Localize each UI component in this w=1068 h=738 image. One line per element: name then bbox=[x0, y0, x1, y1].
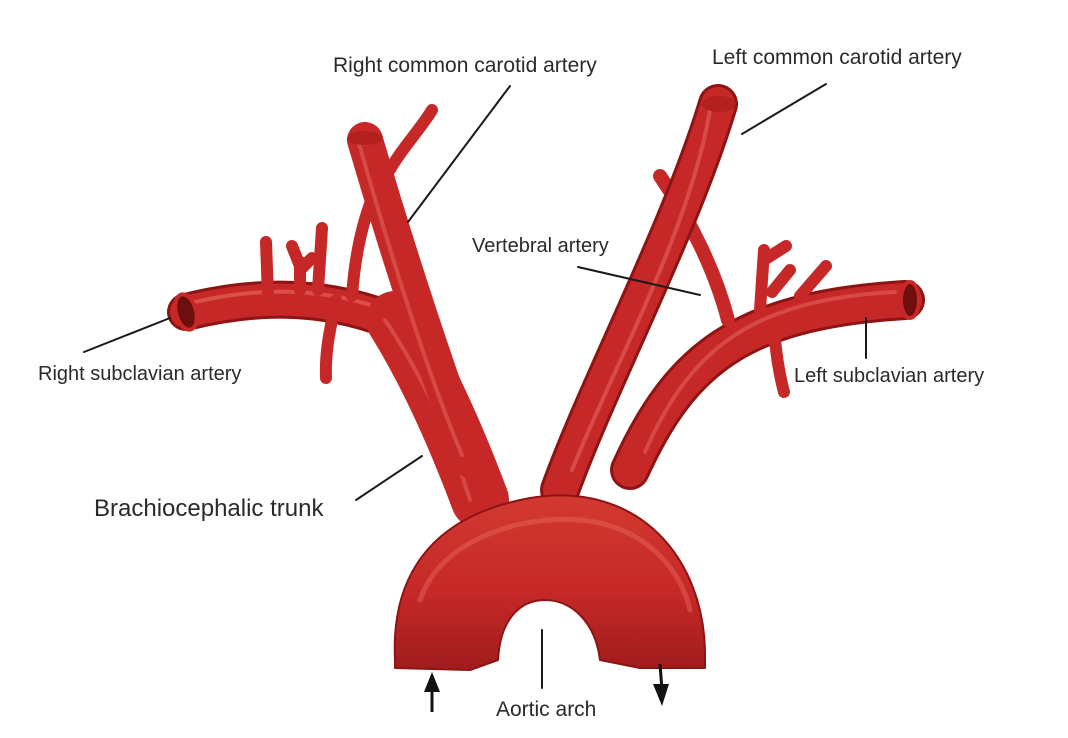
labels: Right common carotid artery Left common … bbox=[38, 46, 984, 721]
label-left-common-carotid: Left common carotid artery bbox=[712, 46, 962, 69]
flow-arrows bbox=[424, 663, 669, 712]
label-right-common-carotid: Right common carotid artery bbox=[333, 54, 597, 77]
right-common-carotid-artery bbox=[379, 104, 438, 184]
leader-lines bbox=[83, 83, 867, 689]
arrow-down-icon bbox=[653, 663, 669, 706]
leader-vertebral bbox=[577, 266, 701, 296]
label-left-subclavian: Left subclavian artery bbox=[794, 365, 984, 387]
left-subclavian-branches bbox=[754, 240, 832, 398]
leader-right-common-carotid bbox=[407, 85, 511, 223]
leader-left-common-carotid bbox=[741, 83, 827, 135]
left-subclavian-artery bbox=[610, 280, 925, 490]
label-aortic-arch: Aortic arch bbox=[496, 698, 596, 721]
leader-right-subclavian bbox=[83, 317, 171, 353]
label-vertebral: Vertebral artery bbox=[472, 235, 609, 257]
arteries bbox=[167, 84, 925, 671]
arrow-up-icon bbox=[424, 672, 440, 712]
leader-brachiocephalic bbox=[355, 455, 423, 501]
left-common-carotid-artery bbox=[540, 84, 738, 510]
aortic-arch bbox=[393, 494, 706, 671]
label-brachiocephalic: Brachiocephalic trunk bbox=[94, 495, 324, 522]
brachiocephalic-trunk bbox=[347, 122, 509, 529]
right-subclavian-artery bbox=[167, 280, 414, 341]
label-right-subclavian: Right subclavian artery bbox=[38, 363, 241, 385]
